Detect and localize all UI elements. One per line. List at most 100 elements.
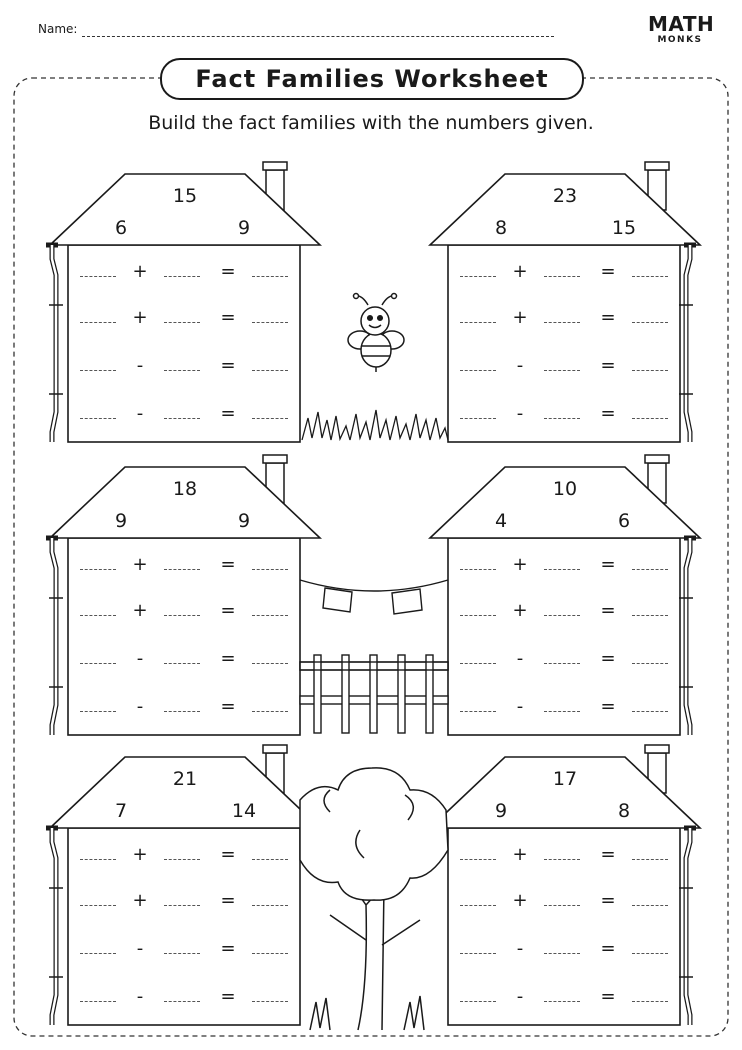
answer-blank[interactable] [460, 663, 496, 664]
grass-icon [301, 409, 449, 442]
answer-blank[interactable] [544, 953, 580, 954]
answer-blank[interactable] [544, 663, 580, 664]
equals-sign: = [220, 261, 236, 282]
chimney-cap [262, 454, 288, 464]
pipe-bracket [49, 597, 63, 688]
answer-blank[interactable] [632, 711, 668, 712]
answer-blank[interactable] [632, 615, 668, 616]
answer-blank[interactable] [460, 276, 496, 277]
answer-blank[interactable] [632, 276, 668, 277]
house-addend-left: 9 [494, 800, 508, 822]
answer-blank[interactable] [80, 663, 116, 664]
answer-blank[interactable] [460, 859, 496, 860]
answer-blank[interactable] [544, 370, 580, 371]
answer-blank[interactable] [632, 370, 668, 371]
answer-blank[interactable] [544, 859, 580, 860]
answer-blank[interactable] [80, 615, 116, 616]
answer-blank[interactable] [164, 905, 200, 906]
answer-blank[interactable] [252, 905, 288, 906]
answer-blank[interactable] [80, 418, 116, 419]
drain-pipe-inner [50, 245, 58, 442]
answer-blank[interactable] [164, 615, 200, 616]
operator-sign: - [516, 938, 524, 959]
answer-blank[interactable] [164, 418, 200, 419]
operator-sign: + [512, 890, 528, 911]
answer-blank[interactable] [632, 905, 668, 906]
answer-blank[interactable] [164, 569, 200, 570]
house-addend-left: 9 [114, 510, 128, 532]
answer-blank[interactable] [632, 1001, 668, 1002]
answer-blank[interactable] [544, 711, 580, 712]
answer-blank[interactable] [252, 711, 288, 712]
answer-blank[interactable] [252, 322, 288, 323]
answer-blank[interactable] [164, 370, 200, 371]
answer-blank[interactable] [80, 711, 116, 712]
answer-blank[interactable] [252, 663, 288, 664]
name-input-line[interactable] [82, 36, 554, 37]
answer-blank[interactable] [80, 953, 116, 954]
answer-blank[interactable] [460, 615, 496, 616]
answer-blank[interactable] [460, 569, 496, 570]
answer-blank[interactable] [460, 953, 496, 954]
answer-blank[interactable] [252, 1001, 288, 1002]
logo-top-text: MATH [648, 12, 715, 36]
answer-blank[interactable] [632, 322, 668, 323]
answer-blank[interactable] [80, 859, 116, 860]
drain-pipe-inner [684, 828, 692, 1025]
answer-blank[interactable] [460, 418, 496, 419]
operator-sign: + [132, 554, 148, 575]
answer-blank[interactable] [544, 276, 580, 277]
answer-blank[interactable] [544, 418, 580, 419]
answer-blank[interactable] [632, 859, 668, 860]
house-total: 15 [172, 185, 198, 207]
answer-blank[interactable] [460, 711, 496, 712]
answer-blank[interactable] [80, 322, 116, 323]
math-monks-logo: MATH MONKS [648, 12, 715, 46]
pipe-bracket [49, 304, 63, 395]
house-body [67, 827, 301, 1026]
answer-blank[interactable] [544, 905, 580, 906]
operator-sign: - [136, 403, 144, 424]
answer-blank[interactable] [80, 569, 116, 570]
answer-blank[interactable] [164, 322, 200, 323]
answer-blank[interactable] [80, 370, 116, 371]
answer-blank[interactable] [80, 905, 116, 906]
answer-blank[interactable] [544, 322, 580, 323]
operator-sign: + [132, 890, 148, 911]
answer-blank[interactable] [252, 418, 288, 419]
equals-sign: = [600, 986, 616, 1007]
answer-blank[interactable] [252, 953, 288, 954]
answer-blank[interactable] [252, 569, 288, 570]
operator-sign: + [512, 307, 528, 328]
operator-sign: + [132, 600, 148, 621]
answer-blank[interactable] [252, 615, 288, 616]
answer-blank[interactable] [632, 953, 668, 954]
answer-blank[interactable] [632, 663, 668, 664]
answer-blank[interactable] [460, 1001, 496, 1002]
answer-blank[interactable] [544, 1001, 580, 1002]
answer-blank[interactable] [164, 663, 200, 664]
chimney-cap [644, 744, 670, 754]
answer-blank[interactable] [460, 370, 496, 371]
answer-blank[interactable] [632, 569, 668, 570]
answer-blank[interactable] [544, 615, 580, 616]
answer-blank[interactable] [164, 276, 200, 277]
equals-sign: = [600, 648, 616, 669]
operator-sign: + [512, 261, 528, 282]
answer-blank[interactable] [544, 569, 580, 570]
answer-blank[interactable] [252, 859, 288, 860]
answer-blank[interactable] [632, 418, 668, 419]
answer-blank[interactable] [164, 953, 200, 954]
bee-icon [347, 292, 405, 372]
answer-blank[interactable] [80, 276, 116, 277]
answer-blank[interactable] [164, 1001, 200, 1002]
answer-blank[interactable] [252, 370, 288, 371]
equals-sign: = [600, 261, 616, 282]
answer-blank[interactable] [460, 905, 496, 906]
answer-blank[interactable] [164, 859, 200, 860]
answer-blank[interactable] [80, 1001, 116, 1002]
answer-blank[interactable] [252, 276, 288, 277]
answer-blank[interactable] [460, 322, 496, 323]
answer-blank[interactable] [164, 711, 200, 712]
